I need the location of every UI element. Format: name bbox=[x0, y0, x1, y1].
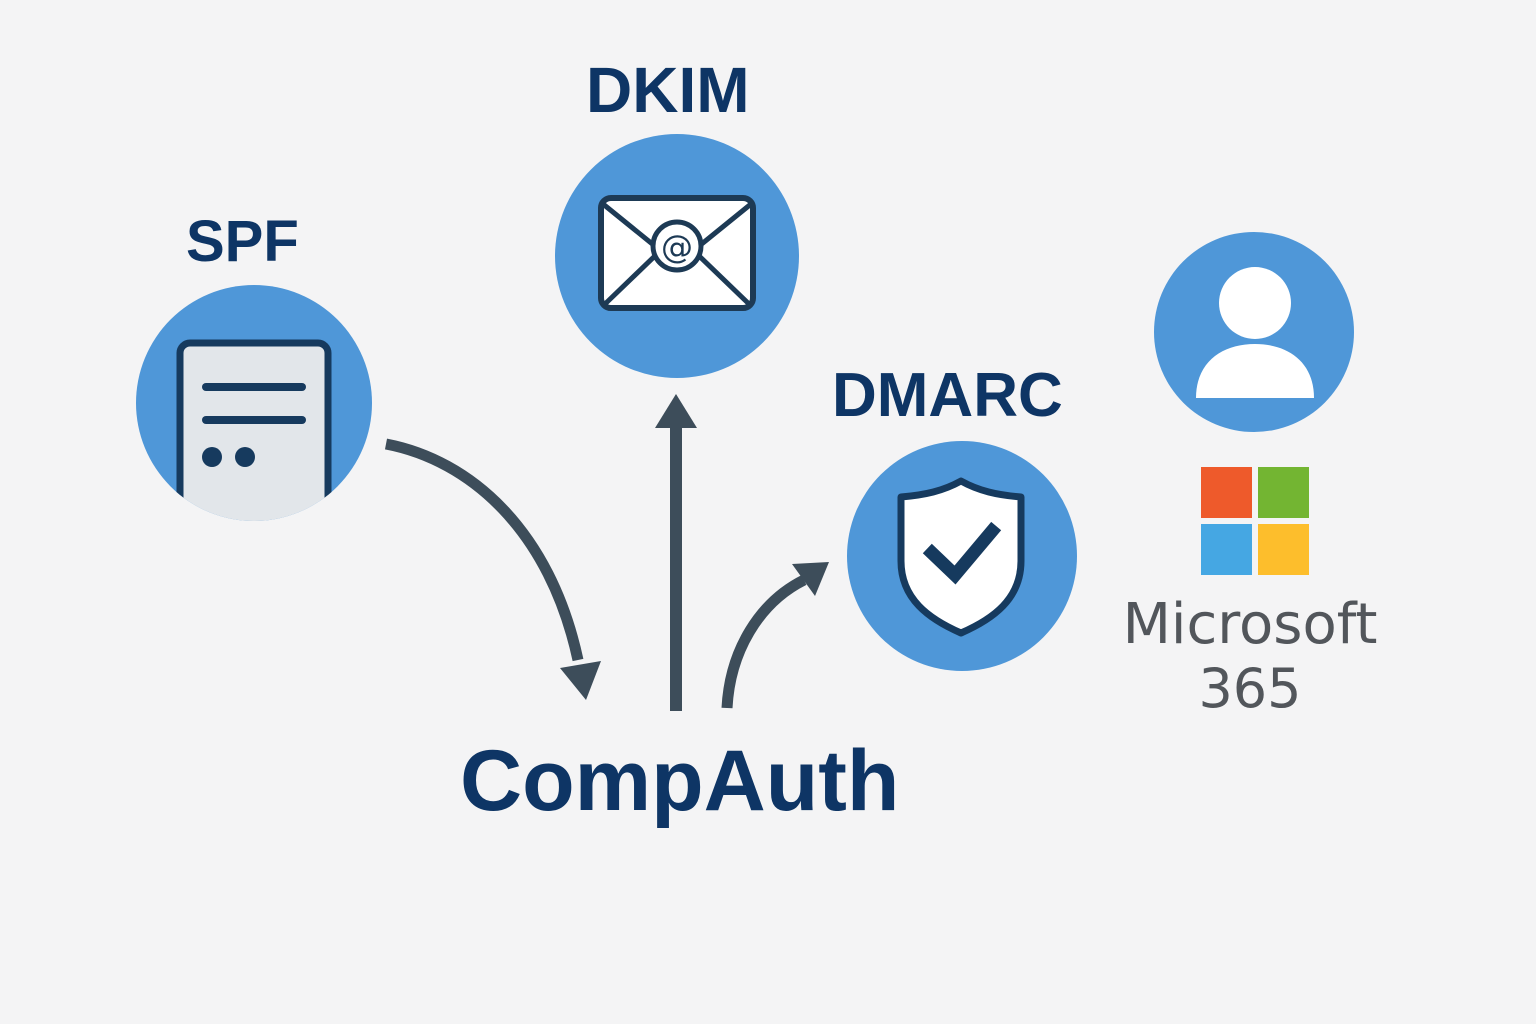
brand-version: 365 bbox=[1198, 657, 1302, 720]
dmarc-node bbox=[847, 441, 1077, 671]
brand-name: Microsoft bbox=[1122, 592, 1378, 657]
dkim-node: @ bbox=[555, 134, 799, 378]
arrow-spf-to-compauth bbox=[384, 438, 601, 700]
document-icon bbox=[176, 339, 332, 521]
logo-tile-yellow bbox=[1258, 524, 1309, 575]
at-glyph: @ bbox=[661, 228, 693, 266]
user-icon bbox=[1196, 267, 1314, 398]
dmarc-label: DMARC bbox=[832, 361, 1063, 430]
compauth-label: CompAuth bbox=[460, 733, 900, 829]
logo-tile-green bbox=[1258, 467, 1309, 518]
arrow-compauth-to-dmarc bbox=[721, 562, 829, 709]
logo-tile-blue bbox=[1201, 524, 1252, 575]
shield-check-icon bbox=[897, 477, 1025, 637]
spf-node bbox=[136, 285, 372, 521]
dkim-label: DKIM bbox=[586, 54, 750, 126]
logo-tile-red bbox=[1201, 467, 1252, 518]
arrow-compauth-to-dkim bbox=[655, 394, 697, 711]
envelope-at-icon: @ bbox=[598, 195, 756, 311]
spf-label: SPF bbox=[186, 209, 299, 274]
user-node bbox=[1154, 232, 1354, 432]
